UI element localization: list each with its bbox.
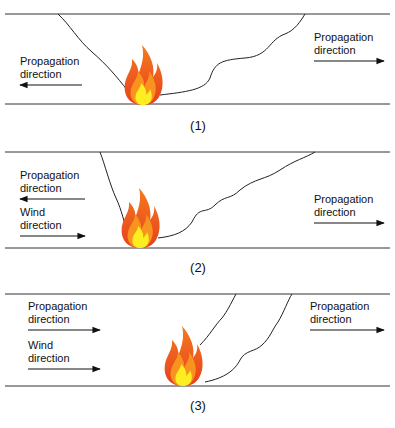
wind-label: Wind direction (20, 206, 80, 232)
wind-label: Wind direction (28, 339, 88, 365)
fire (122, 188, 160, 248)
direction-label: Propagation direction (314, 193, 386, 219)
wall-line (5, 104, 390, 105)
flame-front (58, 14, 127, 90)
wall-line (5, 294, 390, 295)
propagation-arrow (28, 329, 100, 330)
flame-front (100, 152, 127, 232)
fire (165, 326, 203, 386)
wall-line (5, 152, 390, 153)
propagation-arrow (20, 84, 82, 85)
fire (125, 45, 163, 105)
direction-label: Propagation direction (20, 55, 92, 81)
propagation-arrow (314, 60, 384, 61)
propagation-arrow (20, 198, 85, 199)
corridor-walls (5, 14, 390, 386)
wall-line (5, 14, 390, 15)
flame-front (160, 14, 305, 95)
direction-label: Propagation direction (310, 300, 382, 326)
flame-front (205, 294, 292, 382)
flame-front (200, 294, 236, 345)
wind-arrow (20, 235, 85, 236)
panel-number: (3) (190, 398, 206, 413)
flame-fronts (58, 14, 315, 382)
direction-label: Propagation direction (28, 300, 100, 326)
panel-number: (2) (190, 260, 206, 275)
propagation-arrow (310, 329, 384, 330)
wall-line (5, 248, 390, 249)
direction-label: Propagation direction (314, 31, 386, 57)
panel-number: (1) (190, 118, 206, 133)
flame-front (158, 152, 315, 238)
direction-label: Propagation direction (20, 169, 92, 195)
wall-line (5, 386, 390, 387)
wind-arrow (28, 368, 100, 369)
propagation-arrow (314, 222, 384, 223)
